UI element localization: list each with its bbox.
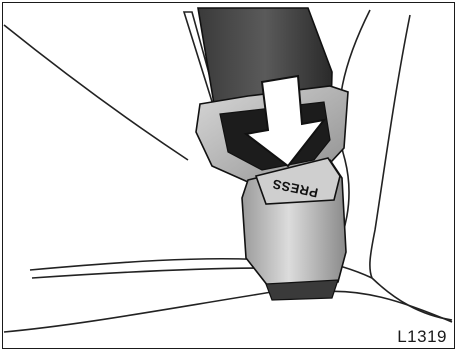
buckle-base [266, 280, 338, 300]
figure-code: L1319 [397, 327, 447, 347]
